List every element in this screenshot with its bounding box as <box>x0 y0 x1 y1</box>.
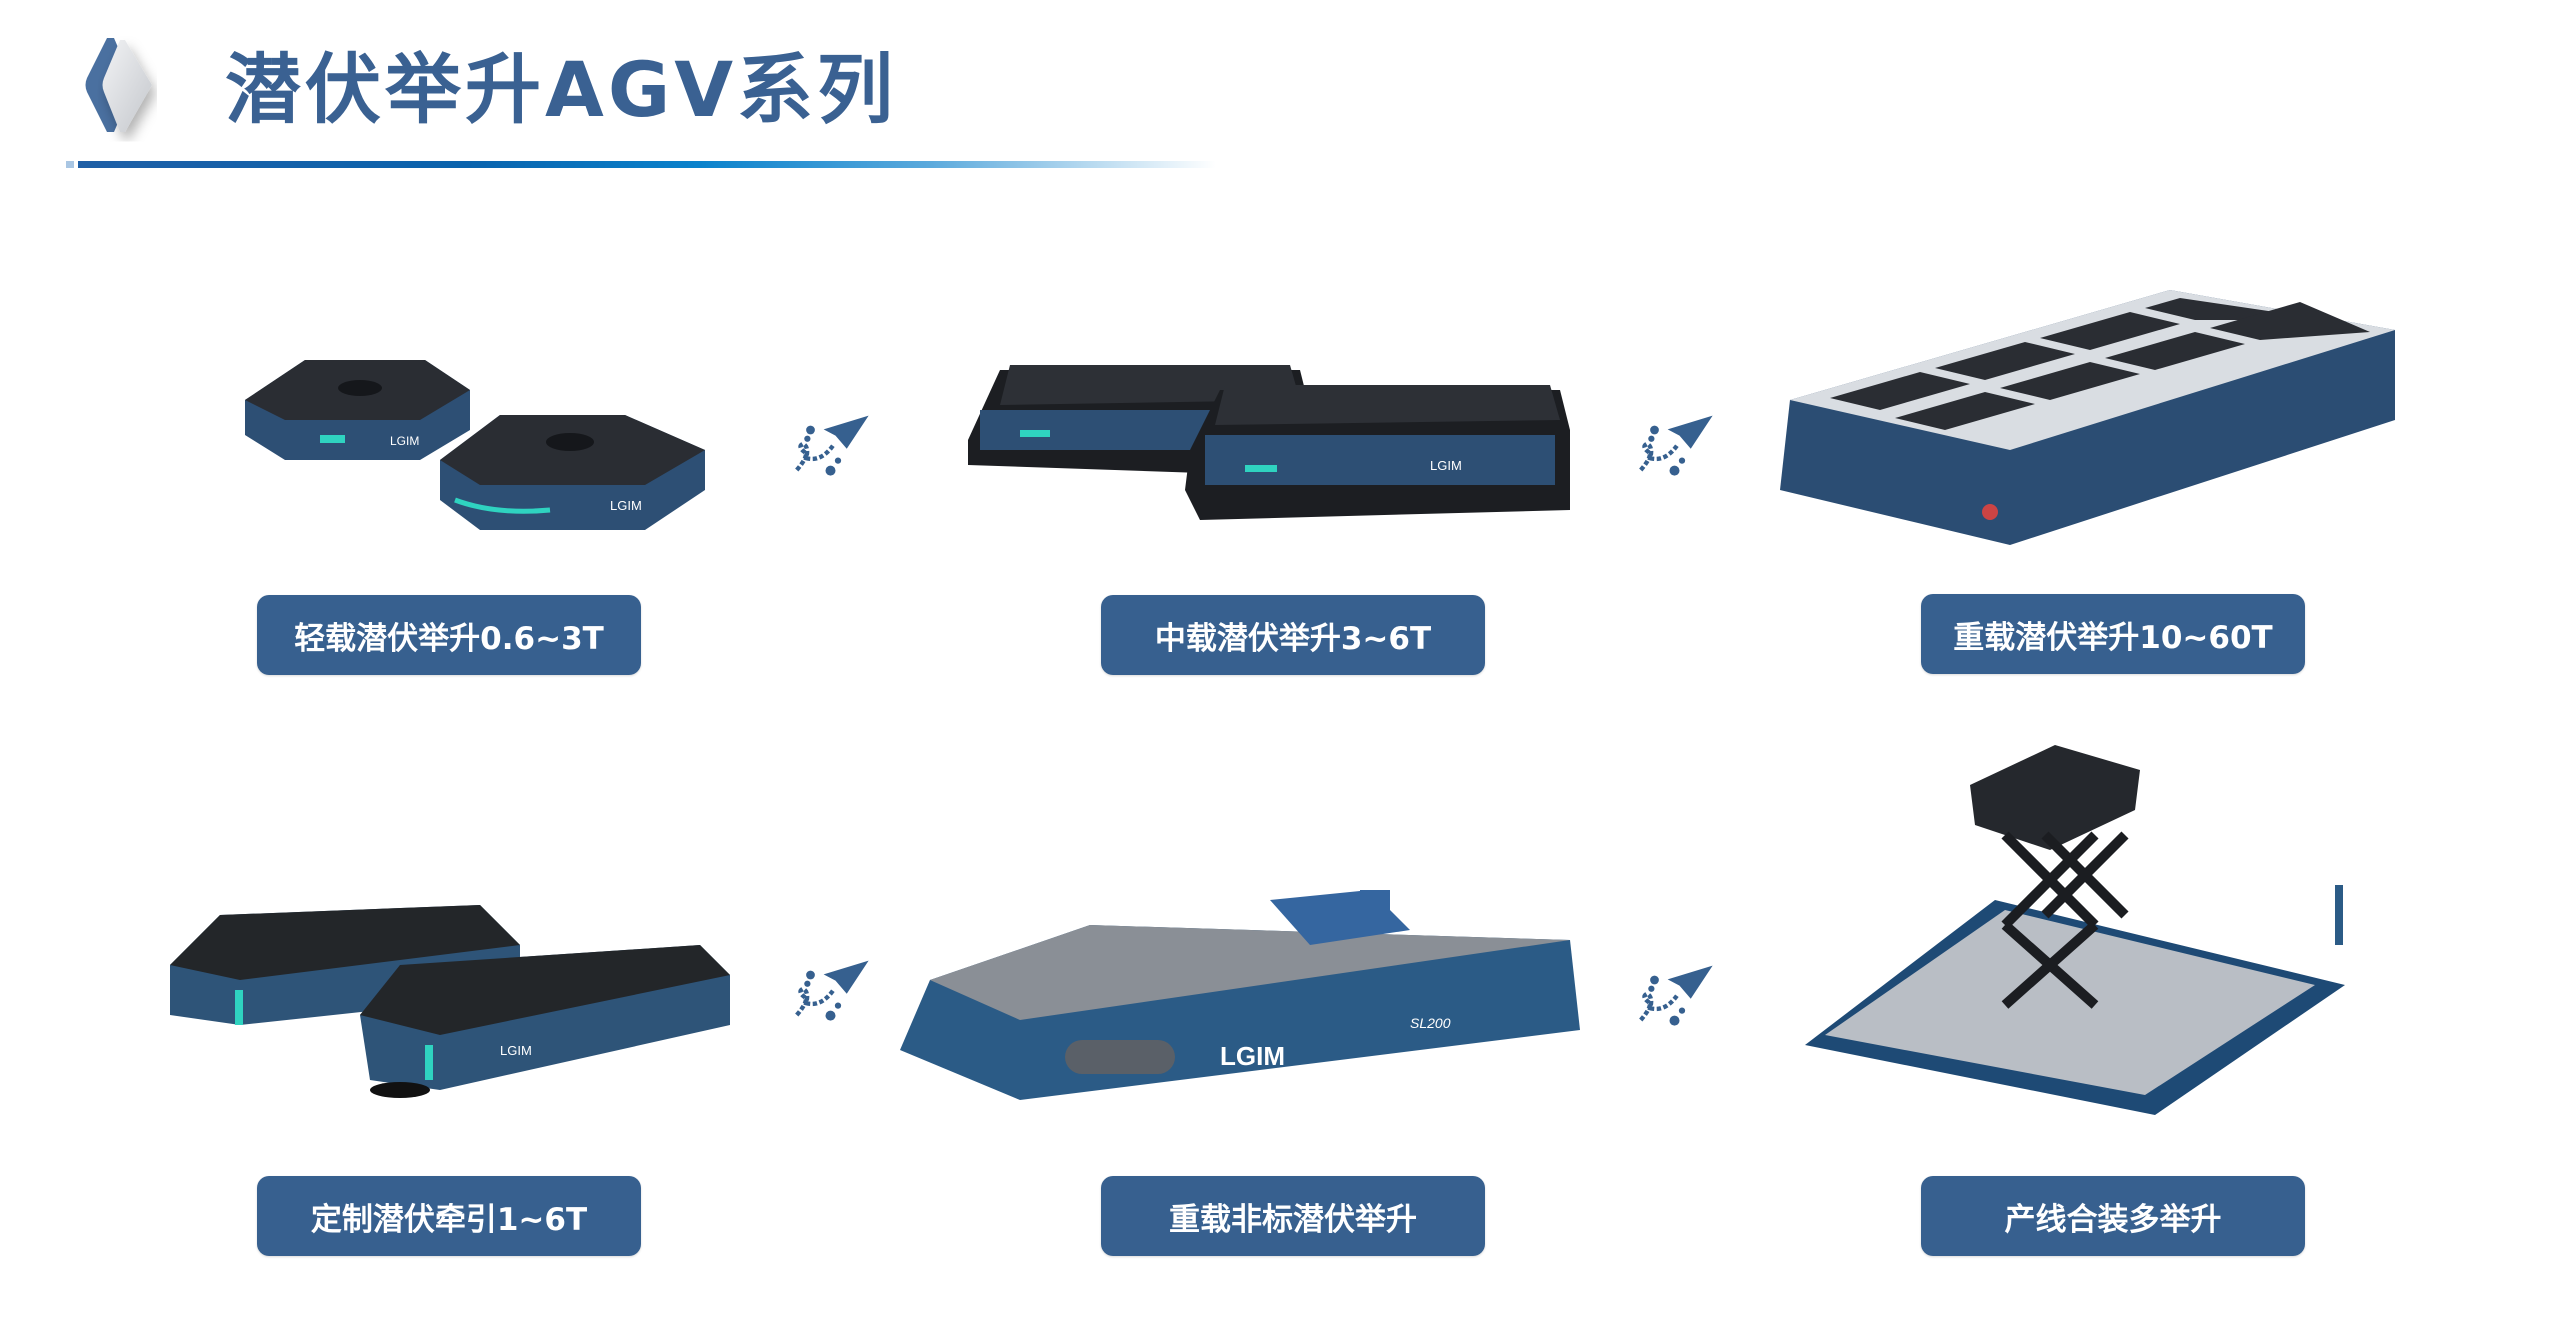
heavy-nonstandard-agv-image: LGIM SL200 <box>890 870 1590 1110</box>
medium-load-agv-image: LGIM <box>960 350 1580 530</box>
page-title: 潜伏举升AGV系列 <box>225 45 898 134</box>
heavy-load-agv-image <box>1770 280 2410 555</box>
light-load-agv-image: LGIM LGIM <box>225 330 715 550</box>
brand-logo-large: LGIM <box>1220 1041 1285 1071</box>
title-underline-divider <box>66 161 1216 168</box>
paper-plane-arrow-icon <box>1622 950 1747 1050</box>
header-diamond-icon <box>62 30 202 150</box>
product-label-heavy-load: 重载潜伏举升10~60T <box>1921 594 2305 674</box>
svg-text:LGIM: LGIM <box>1430 458 1462 473</box>
product-label-heavy-nonstandard: 重载非标潜伏举升 <box>1101 1176 1485 1256</box>
product-label-custom-towing: 定制潜伏牵引1~6T <box>257 1176 641 1256</box>
paper-plane-arrow-icon <box>778 945 903 1045</box>
product-label-light-load: 轻载潜伏举升0.6~3T <box>257 595 641 675</box>
paper-plane-arrow-icon <box>1622 400 1747 500</box>
assembly-multi-lift-agv-image <box>1795 725 2355 1115</box>
custom-towing-agv-image: LGIM <box>160 885 740 1110</box>
product-label-assembly-multi-lift: 产线合装多举升 <box>1921 1176 2305 1256</box>
svg-text:LGIM: LGIM <box>500 1043 532 1058</box>
model-text: SL200 <box>1410 1015 1451 1031</box>
product-label-medium-load: 中载潜伏举升3~6T <box>1101 595 1485 675</box>
paper-plane-arrow-icon <box>778 400 903 500</box>
svg-text:LGIM: LGIM <box>610 498 642 513</box>
brand-logo: LGIM <box>390 434 419 448</box>
